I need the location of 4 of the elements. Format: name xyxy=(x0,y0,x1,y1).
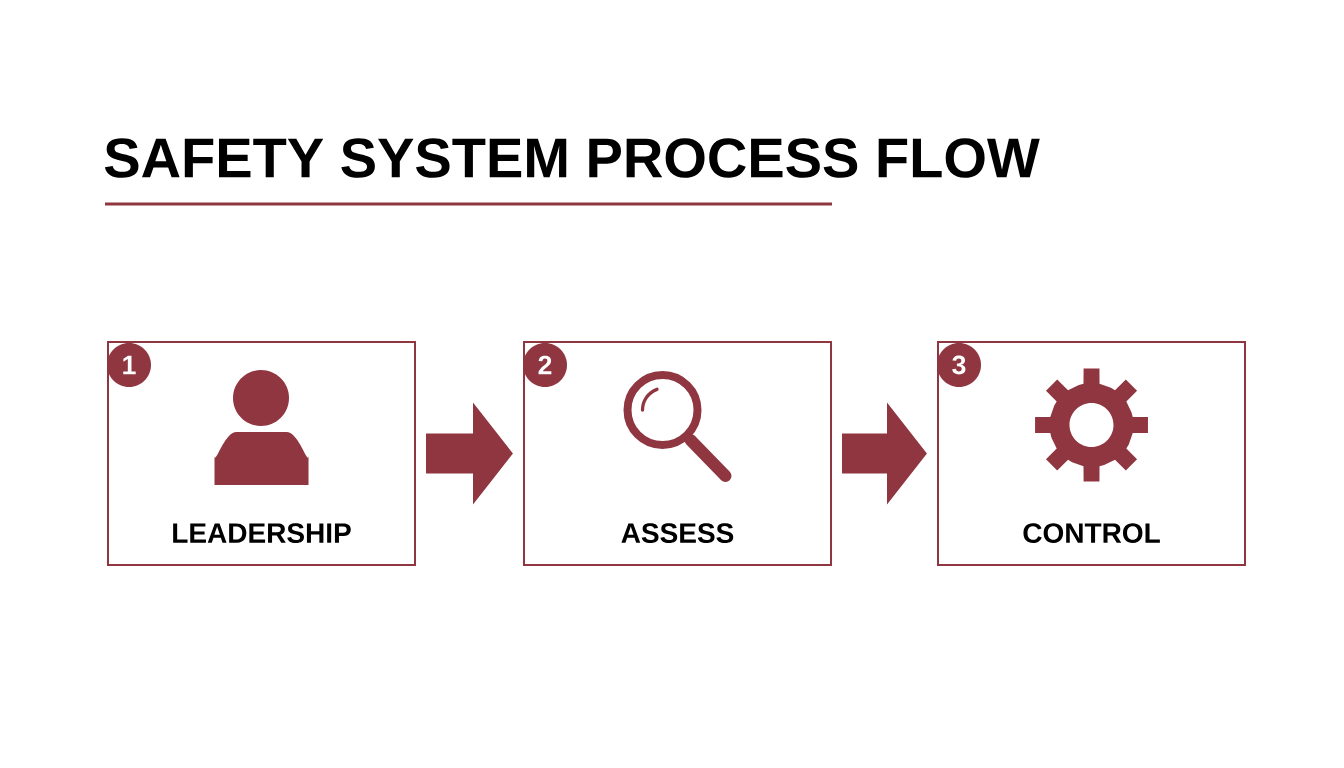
number-badge: 3 xyxy=(937,343,981,387)
title: SAFETY SYSTEM PROCESS FLOW xyxy=(104,138,1040,178)
number-badge: 1 xyxy=(107,343,151,387)
number-badge: 2 xyxy=(523,343,567,387)
